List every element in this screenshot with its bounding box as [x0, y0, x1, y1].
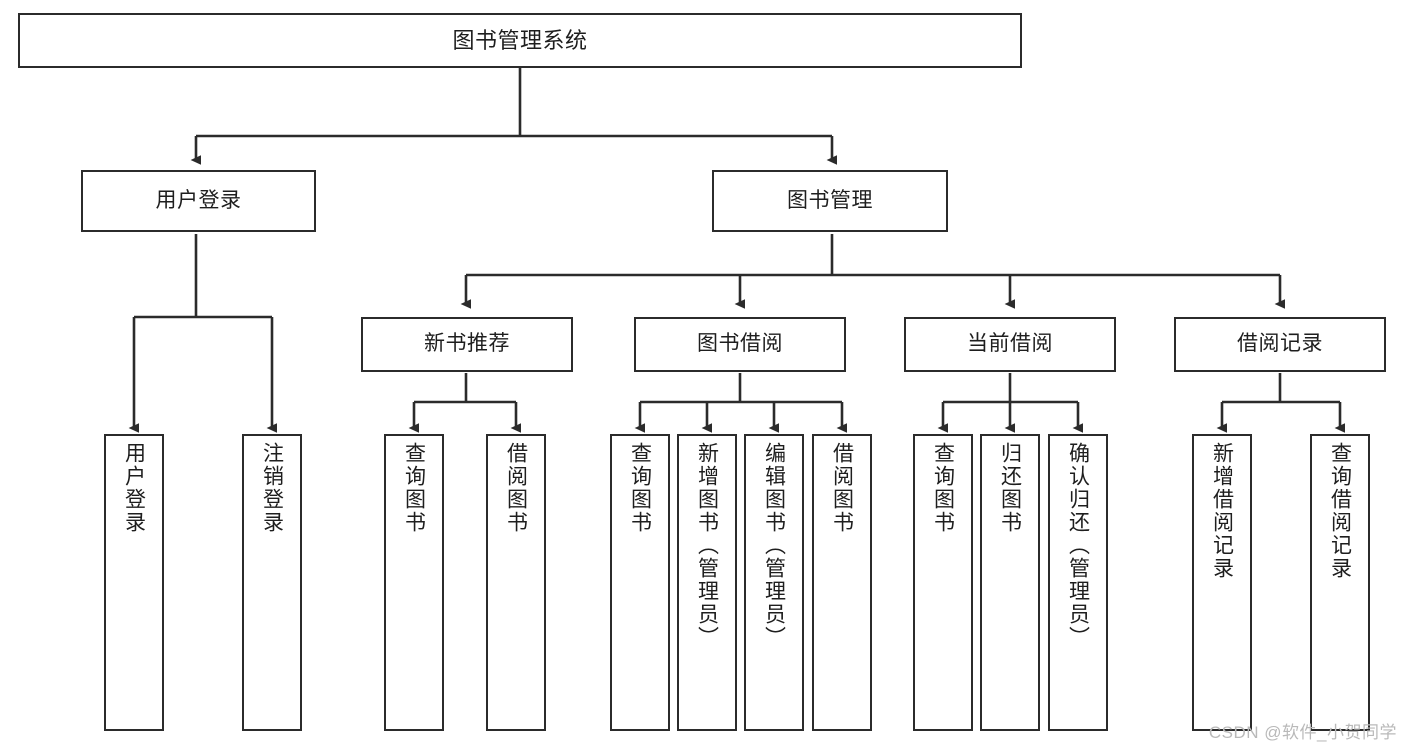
node-user-login-label: 用户登录: [155, 188, 242, 212]
node-leaf-query-book-1[interactable]: 查询图书: [384, 434, 444, 731]
node-book-manage[interactable]: 图书管理: [712, 170, 948, 232]
node-leaf-add-book[interactable]: 新增图书（管理员）: [677, 434, 737, 731]
node-current-borrow-label: 当前借阅: [967, 332, 1053, 356]
node-new-book-recommend-label: 新书推荐: [424, 332, 510, 356]
node-leaf-add-record[interactable]: 新增借阅记录: [1192, 434, 1252, 731]
node-leaf-query-book-2[interactable]: 查询图书: [610, 434, 670, 731]
node-leaf-add-book-label: 新增图书（管理员）: [695, 442, 719, 649]
node-leaf-borrow-book-1[interactable]: 借阅图书: [486, 434, 546, 731]
node-leaf-confirm-return[interactable]: 确认归还（管理员）: [1048, 434, 1108, 731]
node-leaf-query-book-2-label: 查询图书: [628, 442, 652, 534]
node-root-label: 图书管理系统: [452, 27, 588, 53]
node-leaf-edit-book[interactable]: 编辑图书（管理员）: [744, 434, 804, 731]
node-book-manage-label: 图书管理: [787, 188, 873, 212]
watermark: CSDN @软件_小贺同学: [1208, 723, 1397, 742]
node-leaf-query-book-3-label: 查询图书: [931, 442, 955, 534]
node-leaf-edit-book-label: 编辑图书（管理员）: [762, 442, 786, 649]
node-leaf-borrow-book-2[interactable]: 借阅图书: [812, 434, 872, 731]
node-new-book-recommend[interactable]: 新书推荐: [361, 317, 573, 372]
node-leaf-return-book[interactable]: 归还图书: [980, 434, 1040, 731]
node-leaf-add-record-label: 新增借阅记录: [1210, 442, 1234, 580]
node-book-borrow-label: 图书借阅: [697, 332, 783, 356]
node-leaf-confirm-return-label: 确认归还（管理员）: [1066, 442, 1090, 649]
node-book-borrow[interactable]: 图书借阅: [634, 317, 846, 372]
node-leaf-user-login[interactable]: 用户登录: [104, 434, 164, 731]
node-borrow-record-label: 借阅记录: [1237, 332, 1323, 356]
node-current-borrow[interactable]: 当前借阅: [904, 317, 1116, 372]
node-leaf-user-login-label: 用户登录: [122, 442, 146, 534]
node-user-login[interactable]: 用户登录: [81, 170, 316, 232]
node-leaf-query-book-3[interactable]: 查询图书: [913, 434, 973, 731]
node-leaf-logout-login[interactable]: 注销登录: [242, 434, 302, 731]
node-borrow-record[interactable]: 借阅记录: [1174, 317, 1386, 372]
node-leaf-return-book-label: 归还图书: [998, 442, 1022, 534]
node-leaf-query-record-label: 查询借阅记录: [1328, 442, 1352, 580]
node-root[interactable]: 图书管理系统: [18, 13, 1022, 68]
node-leaf-query-book-1-label: 查询图书: [402, 442, 426, 534]
node-leaf-query-record[interactable]: 查询借阅记录: [1310, 434, 1370, 731]
node-leaf-borrow-book-1-label: 借阅图书: [504, 442, 528, 534]
node-leaf-borrow-book-2-label: 借阅图书: [830, 442, 854, 534]
node-leaf-logout-login-label: 注销登录: [260, 442, 284, 534]
